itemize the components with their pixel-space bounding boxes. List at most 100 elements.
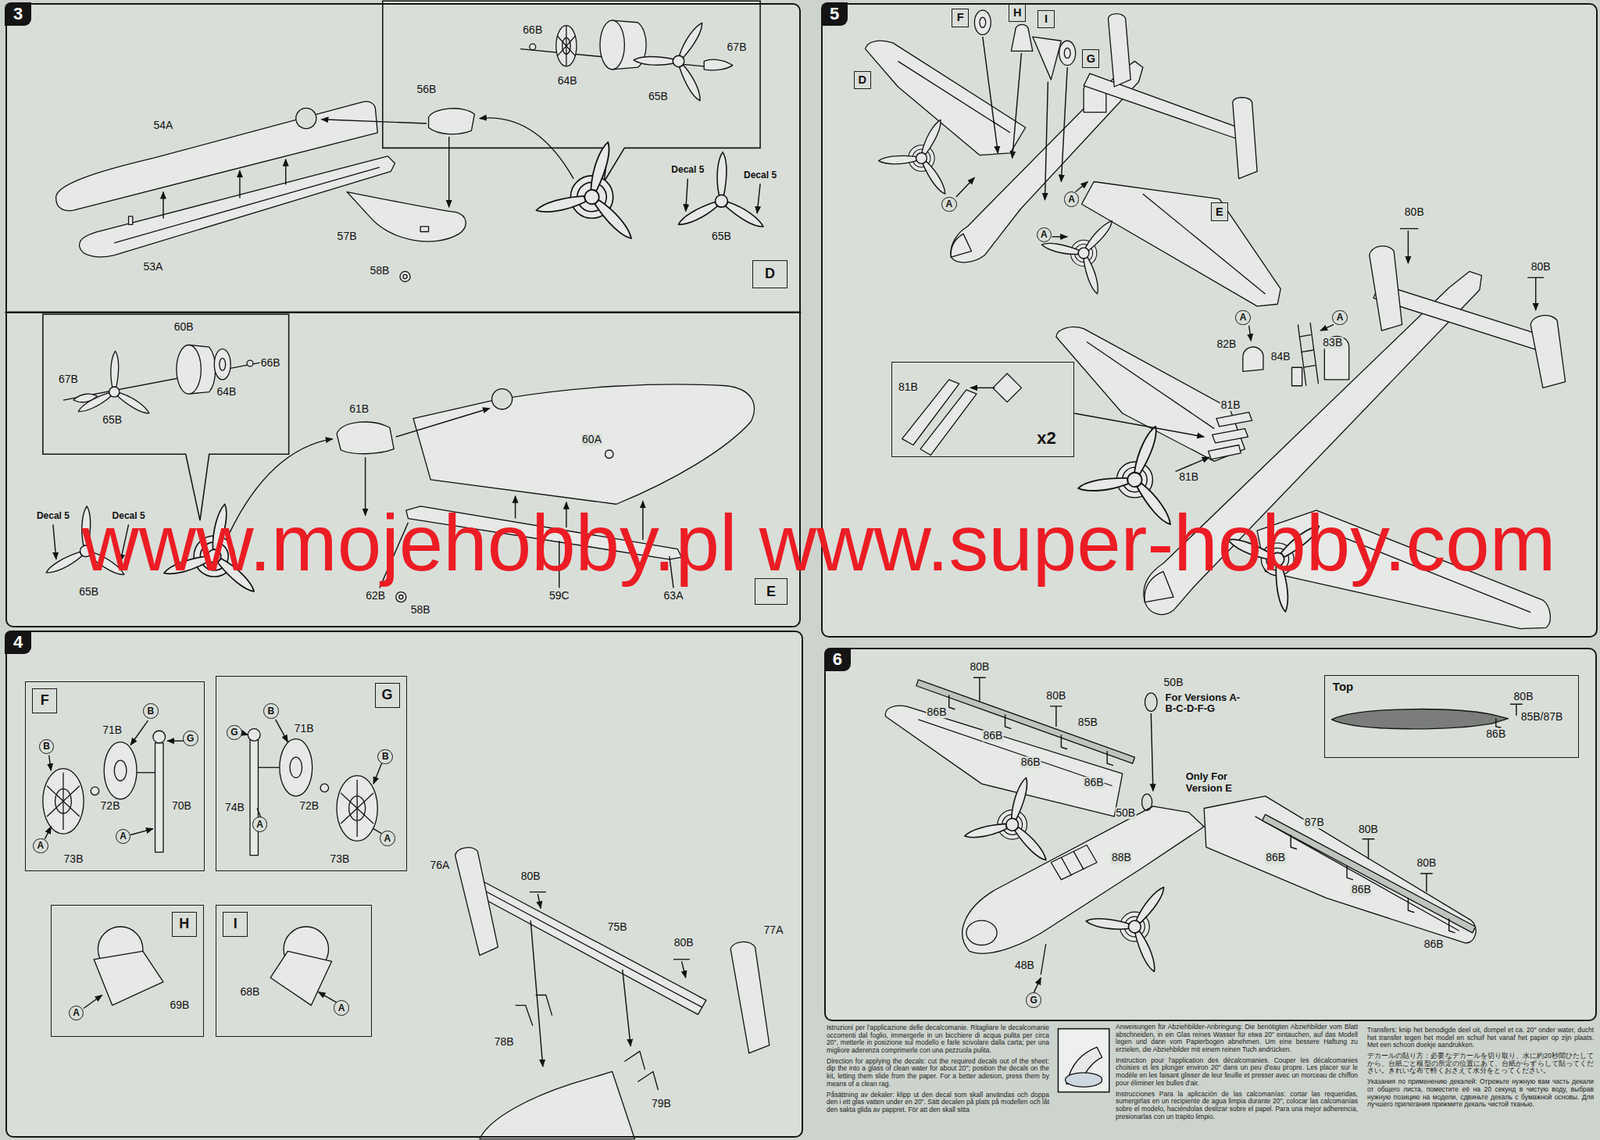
- part-number: 63A: [663, 589, 685, 602]
- hook-and-pin: [1060, 734, 1068, 749]
- decal-callout: Decal 5: [35, 510, 71, 522]
- part-number: 86B: [1020, 756, 1042, 768]
- view-letter: F: [957, 11, 965, 24]
- part-drawing: [289, 757, 303, 778]
- detail-panel: HA: [50, 904, 204, 1036]
- color-callout: B: [263, 703, 279, 719]
- hook-and-pin: [1346, 865, 1354, 880]
- part-number: 64B: [215, 385, 237, 398]
- part-drawing: [1300, 350, 1314, 353]
- part-number: 58B: [368, 265, 390, 278]
- part-drawing: [1050, 845, 1097, 880]
- part-drawing: [296, 107, 317, 129]
- part-number: 50B: [1163, 676, 1185, 689]
- part-drawing: [1081, 860, 1200, 976]
- assembly-arrow: [1407, 230, 1409, 264]
- part-number: 65B: [78, 585, 100, 598]
- part-number: 77A: [763, 924, 785, 936]
- part-number: 81B: [897, 382, 919, 394]
- part-drawing: [340, 792, 374, 824]
- part-drawing: [114, 167, 380, 243]
- part-drawing: [279, 739, 313, 797]
- assembly-arrow: [275, 719, 289, 743]
- hook-and-pin: [1496, 718, 1502, 729]
- part-drawing: [336, 421, 394, 454]
- part-drawing: [1216, 412, 1253, 427]
- part-drawing: [916, 679, 1136, 764]
- part-number: 71B: [101, 724, 123, 736]
- color-letter: G: [1030, 995, 1038, 1006]
- step-number: 6: [824, 647, 851, 672]
- part-drawing: [1292, 367, 1303, 386]
- view-letter: G: [1086, 53, 1096, 65]
- part-number: 86B: [1423, 939, 1445, 951]
- hook-and-pin: [1107, 750, 1114, 765]
- hook-and-pin: [1362, 839, 1375, 860]
- hook-and-pin: [1420, 873, 1433, 893]
- detail-panel: IA: [215, 904, 372, 1036]
- part-drawing: [865, 40, 1026, 155]
- part-number: 65B: [101, 414, 123, 426]
- part-drawing: [46, 785, 80, 817]
- assembly-arrow: [130, 828, 154, 836]
- part-number: 79B: [650, 1098, 672, 1111]
- part-drawing: [961, 765, 1068, 865]
- hook-and-pin: [1050, 706, 1063, 727]
- assembly-arrow: [49, 755, 52, 772]
- hook-and-pin: [1290, 834, 1297, 849]
- assembly-arrow: [685, 178, 689, 212]
- part-number: 80B: [1415, 857, 1437, 869]
- part-drawing: [605, 450, 614, 458]
- part-number: 86B: [1350, 883, 1372, 896]
- part-drawing: [1060, 857, 1072, 876]
- decal-callout: Decal 5: [742, 170, 778, 181]
- part-drawing: [673, 958, 690, 960]
- hook-and-pin: [973, 677, 986, 702]
- decal-instructions: Direction for applying the decals: cut t…: [826, 1057, 1050, 1089]
- step-panel: 4FBBGAAGGBBAAHAIA: [5, 630, 804, 1138]
- part-drawing: [992, 373, 1022, 403]
- part-drawing: [336, 775, 378, 842]
- text-column: Istruzioni per l'applicazione delle deca…: [826, 1024, 1050, 1118]
- color-letter: G: [186, 733, 194, 744]
- assembly-arrow: [448, 136, 450, 208]
- assembly-arrow: [1052, 235, 1068, 237]
- part-number: 62B: [364, 589, 386, 602]
- part-drawing: [1040, 943, 1047, 975]
- color-letter: A: [1239, 312, 1247, 323]
- view-letter-box: E: [1210, 202, 1229, 222]
- inset-label: x2: [1036, 428, 1056, 449]
- part-number: 53A: [142, 261, 164, 274]
- part-drawing: [56, 101, 379, 211]
- assembly-arrow: [1150, 713, 1154, 791]
- text-column: Anweisungen für Abziehbilder-Anbringung:…: [1115, 1023, 1358, 1124]
- part-drawing: [979, 17, 986, 28]
- part-drawing: [730, 941, 770, 1053]
- assembly-arrow: [479, 117, 574, 179]
- inset-box: x2: [891, 361, 1075, 457]
- part-number: 59C: [548, 589, 571, 602]
- part-drawing: [90, 786, 99, 795]
- part-number: 85B/87B: [1520, 711, 1565, 724]
- assembly-arrow: [1044, 81, 1048, 200]
- part-drawing: [46, 785, 80, 817]
- part-drawing: [557, 35, 576, 57]
- part-drawing: [420, 226, 429, 233]
- decal-instructions: Указания по применению декалей: Отрежьте…: [1367, 1078, 1594, 1109]
- part-drawing: [250, 739, 258, 856]
- color-letter: B: [146, 706, 154, 717]
- inset-bubble: [1057, 1028, 1109, 1093]
- part-drawing: [703, 59, 733, 71]
- part-drawing: [529, 43, 536, 50]
- version-note: For Versions A-B-C-D-F-G: [1165, 692, 1250, 715]
- part-drawing: [42, 768, 84, 835]
- part-drawing: [219, 357, 226, 371]
- part-drawing: [320, 783, 329, 792]
- part-number: 86B: [1083, 776, 1105, 789]
- part-drawing: [1086, 342, 1215, 429]
- part-drawing: [1212, 428, 1249, 443]
- part-drawing: [247, 728, 261, 742]
- part-drawing: [966, 920, 997, 945]
- part-number: 70B: [171, 800, 193, 812]
- panel-ground: [5, 630, 804, 1138]
